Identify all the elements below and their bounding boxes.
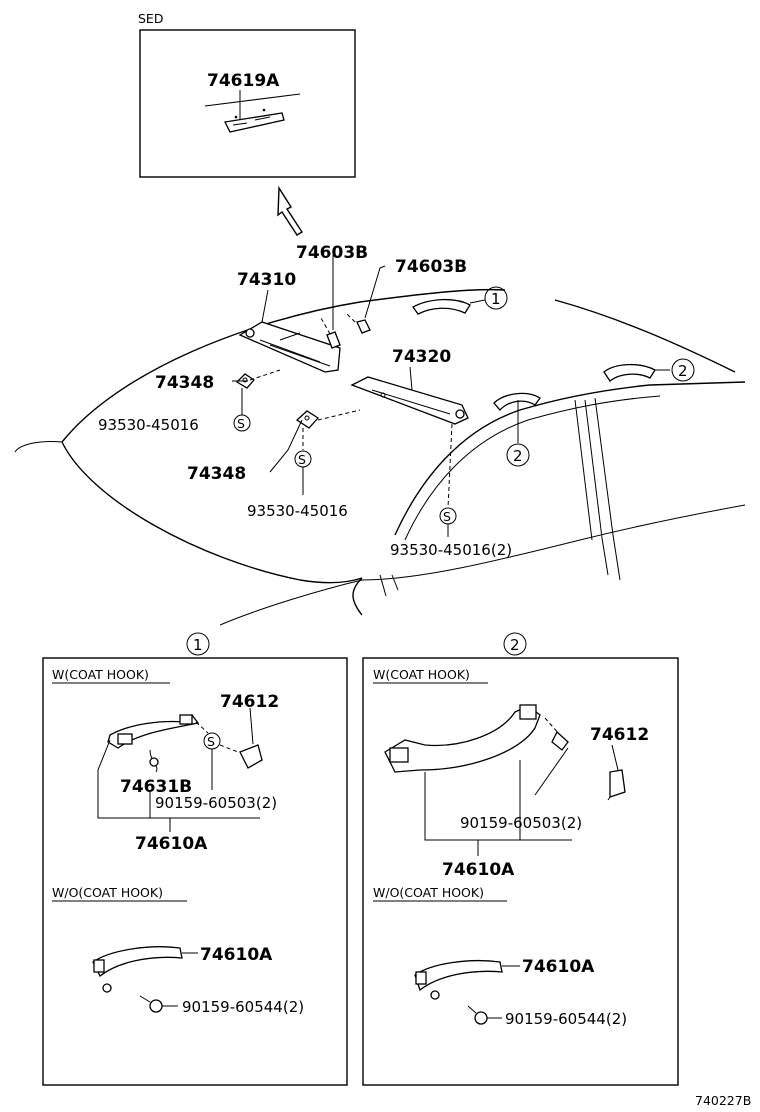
inset-label: SED <box>138 11 163 26</box>
d2-label-74612[interactable]: 74612 <box>590 725 649 745</box>
d1-wo-label-74610A[interactable]: 74610A <box>200 945 273 965</box>
detail-2-marker: 2 <box>510 636 520 654</box>
roof-outline <box>14 288 746 626</box>
detail-2-wo-caption: W/O(COAT HOOK) <box>373 885 484 900</box>
marker-2-right: 2 <box>671 358 695 382</box>
d2-label-90159-60503[interactable]: 90159-60503(2) <box>460 814 582 832</box>
detail-1: 1 W(COAT HOOK) S 74612 74631B 90159-6050… <box>42 632 348 1086</box>
label-93530-right[interactable]: 93530-45016(2) <box>390 541 512 559</box>
label-93530-upper[interactable]: 93530-45016 <box>98 416 199 434</box>
d2-wo-label-90159-60544[interactable]: 90159-60544(2) <box>505 1010 627 1028</box>
svg-text:S: S <box>443 509 451 524</box>
d2-label-74610A[interactable]: 74610A <box>442 860 515 880</box>
screw-symbol-right: S <box>439 423 457 537</box>
detail-2-w-caption: W(COAT HOOK) <box>373 667 470 682</box>
roof-grab-handle-1 <box>412 298 486 315</box>
d2-wo-label-74610A[interactable]: 74610A <box>522 957 595 977</box>
d1-label-74631B[interactable]: 74631B <box>120 777 192 797</box>
sun-visor-74320 <box>350 376 469 425</box>
roof-grab-handle-2b <box>603 363 670 382</box>
screw-74603B-left <box>320 255 341 349</box>
screw-74603B-right <box>344 265 386 334</box>
detail-1-w-caption: W(COAT HOOK) <box>52 667 149 682</box>
roof-grab-handle-2a <box>493 392 541 443</box>
svg-text:S: S <box>237 416 245 431</box>
inset-arrow <box>277 185 303 236</box>
label-93530-middle[interactable]: 93530-45016 <box>247 502 348 520</box>
d1-label-90159-60503[interactable]: 90159-60503(2) <box>155 794 277 812</box>
svg-text:2: 2 <box>513 447 523 465</box>
label-74310[interactable]: 74310 <box>237 270 296 290</box>
d1-label-74612[interactable]: 74612 <box>220 692 279 712</box>
detail-2-frame <box>362 657 679 1086</box>
label-74348-upper[interactable]: 74348 <box>155 373 214 393</box>
svg-text:S: S <box>207 734 215 749</box>
detail-1-frame <box>42 657 348 1086</box>
screw-symbol-middle: S <box>294 428 312 495</box>
d1-label-74610A[interactable]: 74610A <box>135 834 208 854</box>
inset-frame <box>139 29 356 178</box>
marker-1-main: 1 <box>484 286 508 310</box>
label-74603B-right[interactable]: 74603B <box>395 257 467 277</box>
screw-symbol-upper: S <box>233 388 251 432</box>
figure-code: 740227B <box>695 1093 751 1108</box>
marker-2-pillar: 2 <box>506 443 530 467</box>
holder-74348-upper <box>235 369 281 389</box>
leader-lines <box>232 289 413 473</box>
detail-2: 2 W(COAT HOOK) 74612 90159-60503(2) 7461… <box>362 632 679 1086</box>
sun-visor-74310 <box>238 321 341 373</box>
label-74348-lower[interactable]: 74348 <box>187 464 246 484</box>
svg-text:S: S <box>298 452 306 467</box>
detail-1-wo-caption: W/O(COAT HOOK) <box>52 885 163 900</box>
svg-text:2: 2 <box>678 362 688 380</box>
inset-part-74619A[interactable]: 74619A <box>207 71 280 91</box>
label-74603B-left[interactable]: 74603B <box>296 243 368 263</box>
sed-inset: SED 74619A <box>138 11 356 178</box>
detail-1-marker: 1 <box>193 636 203 654</box>
label-74320[interactable]: 74320 <box>392 347 451 367</box>
holder-74348-lower <box>295 409 361 429</box>
svg-text:1: 1 <box>491 290 501 308</box>
d1-wo-label-90159-60544[interactable]: 90159-60544(2) <box>182 998 304 1016</box>
